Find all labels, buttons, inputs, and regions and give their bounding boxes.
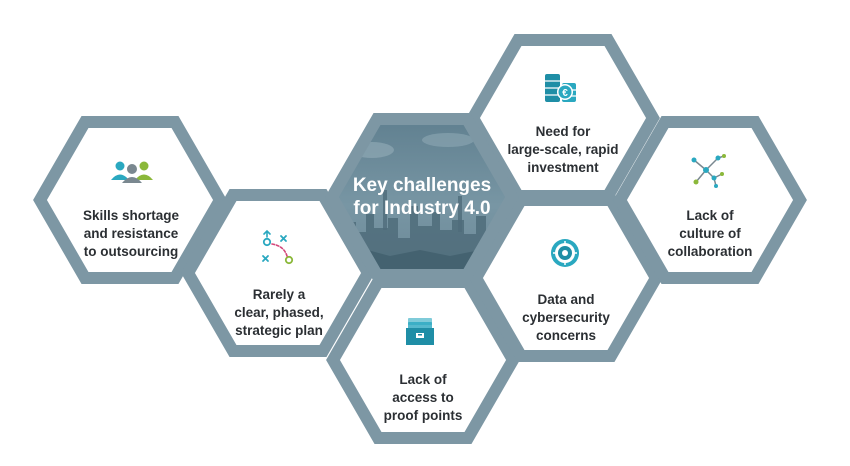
hex-skills [33,116,227,284]
hex-proof [326,276,520,444]
collaboration-label-line1: Lack of [686,208,734,223]
investment-label-line2: large-scale, rapid [507,142,618,157]
center-title-line2: for Industry 4.0 [353,198,490,219]
proof-label-line3: proof points [384,408,463,423]
skills-label-line1: Skills shortage [83,208,180,223]
data-label-line1: Data and [537,292,594,307]
collaboration-label-line3: collaboration [668,244,753,259]
plan-label-line2: clear, phased, [234,305,323,320]
collaboration-label-line2: culture of [679,226,741,241]
strategy-play-icon [262,229,294,265]
security-dial-icon [551,239,579,267]
data-label-line3: concerns [536,328,596,343]
skills-label-line3: to outsourcing [84,244,179,259]
folder-tray-icon [406,318,434,345]
hex-center: Key challenges for Industry 4.0 [325,113,519,281]
proof-label-line2: access to [392,390,454,405]
plan-label-line3: strategic plan [235,323,323,338]
data-label-line2: cybersecurity [522,310,610,325]
hex-collaboration [613,116,807,284]
hex-plan [181,189,375,357]
proof-label-line1: Lack of [399,372,447,387]
center-title-line1: Key challenges [353,175,491,196]
svg-text:€: € [562,88,568,99]
investment-label-line3: investment [527,160,599,175]
euro-coins-icon: € [545,74,576,102]
investment-label-line1: Need for [536,124,592,139]
network-nodes-icon [691,154,726,188]
skills-label-line2: and resistance [84,226,179,241]
people-group-icon [111,161,153,183]
plan-label-line1: Rarely a [253,287,306,302]
